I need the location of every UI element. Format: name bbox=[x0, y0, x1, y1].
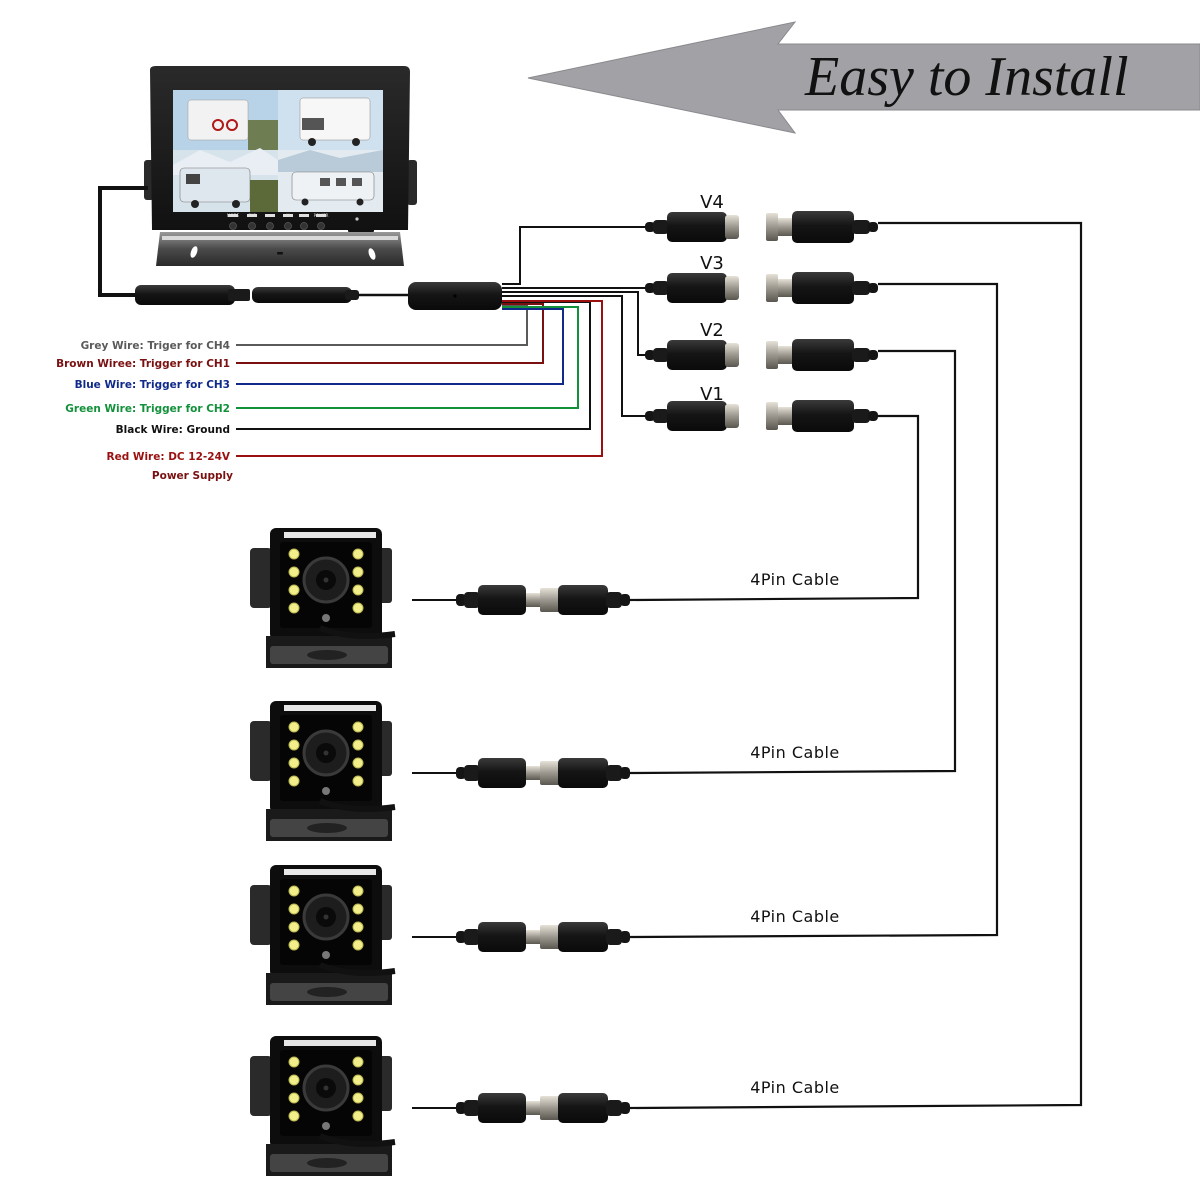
screen-view-4 bbox=[278, 150, 383, 212]
inline-4pin-connector bbox=[456, 758, 630, 788]
monitor-button-label: SYS bbox=[248, 213, 256, 218]
inline-connector-male bbox=[252, 287, 359, 303]
screen-view-3 bbox=[173, 148, 278, 212]
trigger-wire: Red Wire: DC 12-24V bbox=[107, 300, 603, 463]
video-port-v3: V3 bbox=[502, 253, 878, 304]
mount-knob-right bbox=[407, 160, 417, 205]
female-connector bbox=[645, 340, 739, 370]
cable-label: 4Pin Cable bbox=[750, 570, 840, 589]
inline-4pin-connector bbox=[456, 922, 630, 952]
monitor-button-label: M bbox=[286, 213, 290, 218]
wire-label: Grey Wire: Triger for CH4 bbox=[81, 340, 230, 352]
camera-icon bbox=[270, 528, 382, 640]
trigger-wire: Brown Wiree: Trigger for CH1 bbox=[56, 303, 544, 370]
monitor-screen bbox=[173, 90, 383, 212]
video-port-label: V4 bbox=[700, 192, 724, 213]
monitor-button: M bbox=[283, 213, 293, 230]
monitor-button: - bbox=[265, 213, 275, 230]
trigger-wire: Green Wire: Trigger for CH2 bbox=[65, 306, 579, 415]
cable-label: 4Pin Cable bbox=[750, 1078, 840, 1097]
v2-to-camera-2-wire bbox=[629, 349, 957, 775]
screen-view-2 bbox=[278, 90, 383, 150]
v3-to-camera-3-wire bbox=[629, 282, 999, 939]
video-port-label: V3 bbox=[700, 253, 724, 274]
inline-4pin-connector bbox=[456, 585, 630, 615]
monitor-button: + bbox=[299, 213, 309, 230]
camera-unit: 4Pin Cable bbox=[250, 528, 840, 668]
camera-icon bbox=[270, 701, 382, 813]
monitor-button: POWER bbox=[314, 213, 329, 230]
trigger-wire: Grey Wire: Triger for CH4 bbox=[81, 305, 528, 352]
female-connector bbox=[645, 212, 739, 242]
trigger-wire: Blue Wire: Trigger for CH3 bbox=[75, 308, 564, 391]
camera-icon bbox=[270, 1036, 382, 1148]
male-connector bbox=[766, 339, 878, 371]
monitor-button-label: - bbox=[269, 213, 271, 218]
banner-title: Easy to Install bbox=[804, 46, 1129, 108]
monitor-button-label: MODE bbox=[227, 213, 240, 218]
routing-wires bbox=[629, 221, 1083, 1110]
v1-to-camera-1-wire bbox=[629, 414, 920, 602]
monitor-button-panel: MODE SYS - M + POWER bbox=[227, 213, 329, 230]
monitor: MODE SYS - M + POWER bbox=[144, 66, 417, 266]
monitor-button: MODE bbox=[227, 213, 240, 230]
cable-label: 4Pin Cable bbox=[750, 743, 840, 762]
easy-install-banner: Easy to Install bbox=[527, 21, 1200, 134]
female-connector bbox=[645, 273, 739, 303]
video-port-v2: V2 bbox=[502, 291, 878, 371]
wire-label: Red Wire: DC 12-24V bbox=[107, 451, 231, 463]
male-connector bbox=[766, 400, 878, 432]
camera-icon bbox=[270, 865, 382, 977]
inline-connector-female bbox=[135, 285, 250, 305]
camera-unit: 4Pin Cable bbox=[250, 701, 840, 841]
male-connector bbox=[766, 272, 878, 304]
camera-unit: 4Pin Cable bbox=[250, 1036, 840, 1176]
monitor-cable bbox=[98, 186, 502, 310]
video-port-label: V2 bbox=[700, 320, 724, 341]
monitor-button-label: + bbox=[302, 213, 305, 218]
mounting-bracket bbox=[156, 232, 404, 266]
video-port-label: V1 bbox=[700, 384, 724, 405]
cameras: 4Pin Cable 4Pin Cable 4Pin Cable 4Pin Cable bbox=[250, 528, 840, 1176]
camera-unit: 4Pin Cable bbox=[250, 865, 840, 1005]
v4-to-camera-4-wire bbox=[629, 221, 1083, 1110]
wire-label: Green Wire: Trigger for CH2 bbox=[65, 403, 230, 415]
wire-label: Brown Wiree: Trigger for CH1 bbox=[56, 358, 230, 370]
power-supply-note: Power Supply bbox=[152, 470, 233, 482]
inline-4pin-connector bbox=[456, 1093, 630, 1123]
power-led-icon bbox=[355, 217, 359, 221]
wire-label: Black Wire: Ground bbox=[116, 424, 230, 436]
video-port-v4: V4 bbox=[502, 192, 878, 285]
female-connector bbox=[645, 401, 739, 431]
cable-label: 4Pin Cable bbox=[750, 907, 840, 926]
left-arrow-icon bbox=[527, 21, 1200, 134]
video-port-v1: V1 bbox=[502, 295, 878, 432]
monitor-button-label: POWER bbox=[314, 213, 329, 218]
screen-view-1 bbox=[173, 90, 278, 150]
splitter-connector bbox=[408, 282, 502, 310]
sd-card-slot bbox=[348, 227, 374, 232]
male-connector bbox=[766, 211, 878, 243]
wire-label: Blue Wire: Trigger for CH3 bbox=[75, 379, 230, 391]
monitor-button: SYS bbox=[247, 213, 257, 230]
